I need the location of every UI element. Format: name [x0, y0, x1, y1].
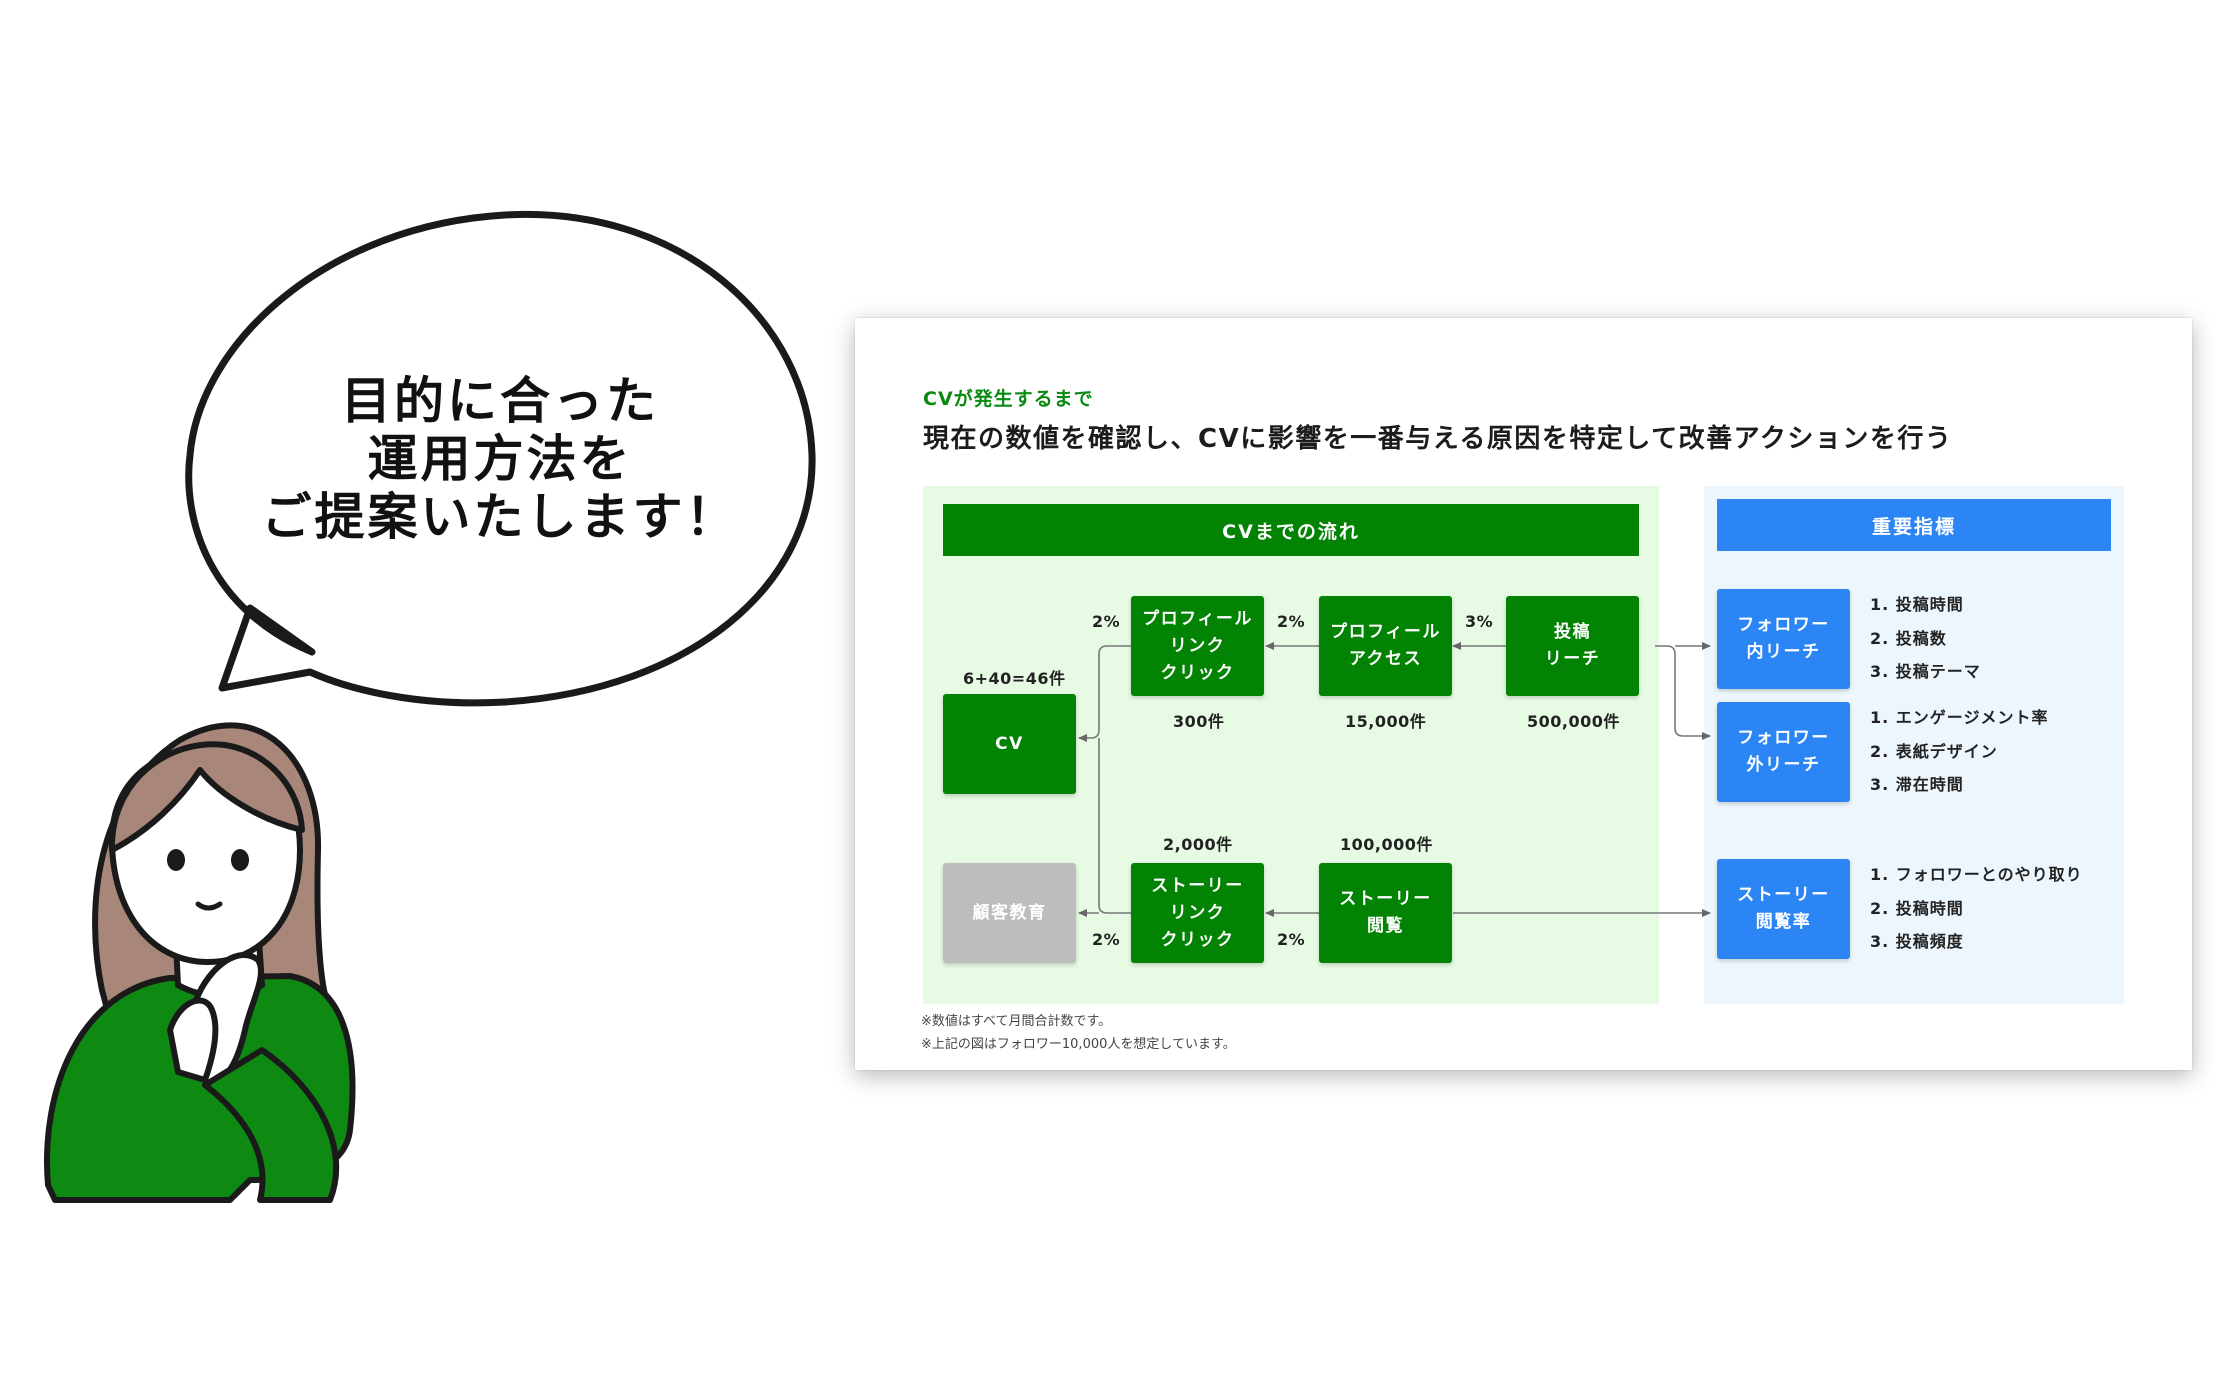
footnote-1: ※数値はすべて月間合計数です。 [921, 1014, 1112, 1029]
count-story-click: 2,000件 [1163, 835, 1233, 854]
list-item: 3. 投稿テーマ [1870, 662, 1981, 681]
slide-card: CVが発生するまで 現在の数値を確認し、CVに影響を一番与える原因を特定して改善… [855, 318, 2192, 1070]
rate-profile-click-from-access: 2% [1277, 612, 1306, 631]
rate-story-click-from-view: 2% [1277, 930, 1306, 949]
list-item: 1. フォロワーとのやり取り [1870, 865, 2083, 884]
metrics-story-rate: 1. フォロワーとのやり取り 2. 投稿時間 3. 投稿頻度 [1870, 858, 2083, 959]
list-item: 1. エンゲージメント率 [1870, 708, 2049, 727]
list-item: 3. 滞在時間 [1870, 775, 1964, 794]
box-follower-out-reach: フォロワー 外リーチ [1717, 702, 1850, 802]
bubble-message: 目的に合った 運用方法を ご提案いたします！ [240, 372, 760, 546]
list-item: 2. 投稿時間 [1870, 898, 1964, 918]
box-follower-in-reach: フォロワー 内リーチ [1717, 589, 1850, 689]
slide-kicker: CVが発生するまで [923, 388, 1094, 410]
metrics-follower-in: 1. 投稿時間 2. 投稿数 3. 投稿テーマ [1870, 588, 1981, 689]
metrics-follower-out: 1. エンゲージメント率 2. 表紙デザイン 3. 滞在時間 [1870, 701, 2048, 802]
box-cv: CV [943, 694, 1076, 794]
box-profile-link-click: プロフィール リンク クリック [1131, 596, 1264, 696]
flow-connectors [1078, 642, 1711, 917]
woman-illustration [44, 722, 356, 1203]
count-post-reach: 500,000件 [1527, 712, 1620, 731]
count-cv: 6+40=46件 [963, 669, 1066, 688]
box-story-view-rate: ストーリー 閲覧率 [1717, 859, 1850, 959]
box-story-view: ストーリー 閲覧 [1319, 863, 1452, 963]
flow-title: CVまでの流れ [943, 504, 1639, 556]
box-post-reach: 投稿 リーチ [1506, 596, 1639, 696]
count-profile-click: 300件 [1173, 712, 1225, 731]
list-item: 2. 投稿数 [1870, 628, 1947, 648]
box-profile-access: プロフィール アクセス [1319, 596, 1452, 696]
kpi-title: 重要指標 [1717, 499, 2111, 551]
bubble-line-3: ご提案いたします！ [261, 488, 739, 546]
list-item: 1. 投稿時間 [1870, 595, 1964, 614]
list-item: 2. 表紙デザイン [1870, 741, 1998, 761]
count-profile-access: 15,000件 [1345, 712, 1427, 731]
box-customer-education: 顧客教育 [943, 863, 1076, 963]
count-story-view: 100,000件 [1340, 835, 1433, 854]
speech-bubble [185, 210, 816, 707]
rate-cv-from-profile: 2% [1092, 612, 1121, 631]
bubble-line-1: 目的に合った [341, 372, 659, 430]
rate-edu-from-story: 2% [1092, 930, 1121, 949]
box-story-link-click: ストーリー リンク クリック [1131, 863, 1264, 963]
footnote-2: ※上記の図はフォロワー10,000人を想定しています。 [921, 1037, 1236, 1052]
slide-headline: 現在の数値を確認し、CVに影響を一番与える原因を特定して改善アクションを行う [923, 424, 1953, 454]
rate-access-from-reach: 3% [1465, 612, 1494, 631]
list-item: 3. 投稿頻度 [1870, 932, 1964, 951]
bubble-line-2: 運用方法を [367, 430, 633, 488]
